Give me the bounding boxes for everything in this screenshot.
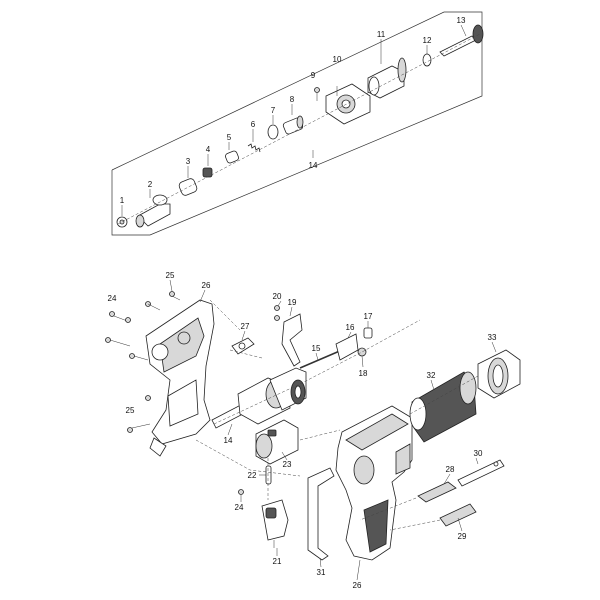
part-11-piston [367,57,407,99]
callout-6: 6 [251,120,256,129]
callout-27: 27 [241,322,250,331]
part-21-switch [261,499,289,548]
callout-4: 4 [206,145,211,154]
callout-22: 22 [248,471,257,480]
callout-11: 11 [377,30,386,39]
part-15-pin [299,349,343,369]
part-33-ring [477,349,521,399]
part-26-housing-right [335,405,413,561]
screws-24-25-left [105,291,181,433]
part-1-screw [116,216,128,228]
callout-25-top: 25 [166,271,175,280]
callout-9: 9 [311,71,316,80]
part-6-spring [247,143,261,153]
part-10-frame-block [325,83,371,125]
part-31-handle-strap [307,467,335,561]
part-16-bracket [335,333,359,361]
part-24-screw-lower [238,489,244,495]
callout-18: 18 [359,369,368,378]
part-14-cylinder-assembly [211,367,307,429]
callout-1: 1 [120,196,125,205]
callout-2: 2 [148,180,153,189]
callout-31: 31 [317,568,326,577]
part-2-nose-piece [135,194,171,228]
part-27-clip [231,337,255,355]
callout-15: 15 [312,344,321,353]
callout-28: 28 [446,465,455,474]
callout-33: 33 [488,333,497,342]
part-12-washer [422,53,432,67]
callout-14-top: 14 [309,161,318,170]
callout-23: 23 [283,460,292,469]
callout-29: 29 [458,532,467,541]
callout-32: 32 [427,371,436,380]
part-23-motor [255,419,299,465]
top-assembly-frame [111,11,483,236]
part-32-grip-nut [409,371,477,443]
callout-26-bottom: 26 [353,581,362,590]
part-26-housing-left [145,299,215,457]
part-3-sleeve [178,178,198,196]
part-18-nut [357,347,367,357]
part-30-plate [457,459,505,487]
callout-19: 19 [288,298,297,307]
callout-7: 7 [271,106,276,115]
callout-13: 13 [457,16,466,25]
callout-26-top: 26 [202,281,211,290]
part-22-pin [265,465,272,485]
part-8-jaw-case [282,115,304,135]
callout-21: 21 [273,557,282,566]
callout-14: 14 [224,436,233,445]
callout-24-bottom: 24 [235,503,244,512]
callout-30: 30 [474,449,483,458]
callout-5: 5 [227,133,232,142]
callout-24-left: 24 [108,294,117,303]
callout-20: 20 [273,292,282,301]
callout-labels: 1 2 3 4 5 6 7 8 9 10 11 12 13 14 25 26 2… [108,16,497,590]
part-19-20-lever [274,305,303,367]
part-5-pusher [225,150,239,164]
part-7-o-ring [267,124,279,140]
part-4-jaw [202,167,213,178]
callout-12: 12 [423,36,432,45]
part-17-screw [363,327,373,339]
callout-17: 17 [364,312,373,321]
callout-8: 8 [290,95,295,104]
part-28-block [417,481,457,503]
callout-25-left: 25 [126,406,135,415]
callout-10: 10 [333,55,342,64]
part-29-block [439,503,477,527]
callout-3: 3 [186,157,191,166]
callout-16: 16 [346,323,355,332]
part-13-shaft-gear [439,24,484,57]
part-9-screw [314,87,320,101]
